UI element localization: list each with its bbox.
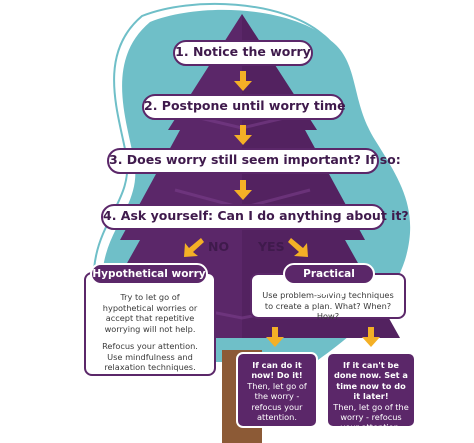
- hypothetical-card: Try to let go of hypothetical worries or…: [84, 272, 216, 376]
- arrow-down-icon: [234, 71, 252, 91]
- do-it-later-text: Then, let go of the worry - refocus your…: [333, 401, 409, 433]
- step-3-text: 3. Does worry still seem important? If s…: [109, 152, 401, 167]
- do-it-now-bold: If can do it now! Do it!: [251, 360, 303, 381]
- step-3-pill: 3. Does worry still seem important? If s…: [107, 148, 401, 174]
- arrow-down-icon: [234, 180, 252, 200]
- no-label: NO: [208, 239, 230, 254]
- do-it-later-card: If it can't be done now. Set a time now …: [326, 352, 416, 432]
- arrow-down-right-icon: [288, 238, 308, 257]
- tree-body: [85, 14, 400, 338]
- arrow-down-left-icon: [184, 238, 204, 257]
- arrow-down-icon: [362, 327, 380, 347]
- hypothetical-title: Hypothetical worry: [90, 263, 208, 285]
- practical-title: Practical worry: [283, 263, 375, 298]
- hypothetical-para-1: Try to let go of hypothetical worries or…: [102, 292, 198, 334]
- step-1-text: 1. Notice the worry: [175, 44, 311, 59]
- do-it-now-text: Then, let go of the worry - refocus your…: [247, 380, 307, 423]
- do-it-later-bold: If it can't be done now. Set a time now …: [334, 360, 408, 402]
- step-4-text: 4. Ask yourself: Can I do anything about…: [103, 208, 409, 223]
- step-2-pill: 2. Postpone until worry time: [142, 94, 346, 120]
- yes-label: YES: [258, 239, 285, 254]
- arrow-down-icon: [234, 125, 252, 145]
- arrow-down-icon: [266, 327, 284, 347]
- practical-text: Use problem-solving techniques to create…: [262, 290, 394, 321]
- hypothetical-para-2: Refocus your attention. Use mindfulness …: [102, 341, 198, 372]
- step-2-text: 2. Postpone until worry time: [144, 98, 346, 113]
- step-1-pill: 1. Notice the worry: [173, 40, 313, 66]
- step-4-pill: 4. Ask yourself: Can I do anything about…: [101, 204, 409, 230]
- do-it-now-card: If can do it now! Do it! Then, let go of…: [236, 352, 318, 428]
